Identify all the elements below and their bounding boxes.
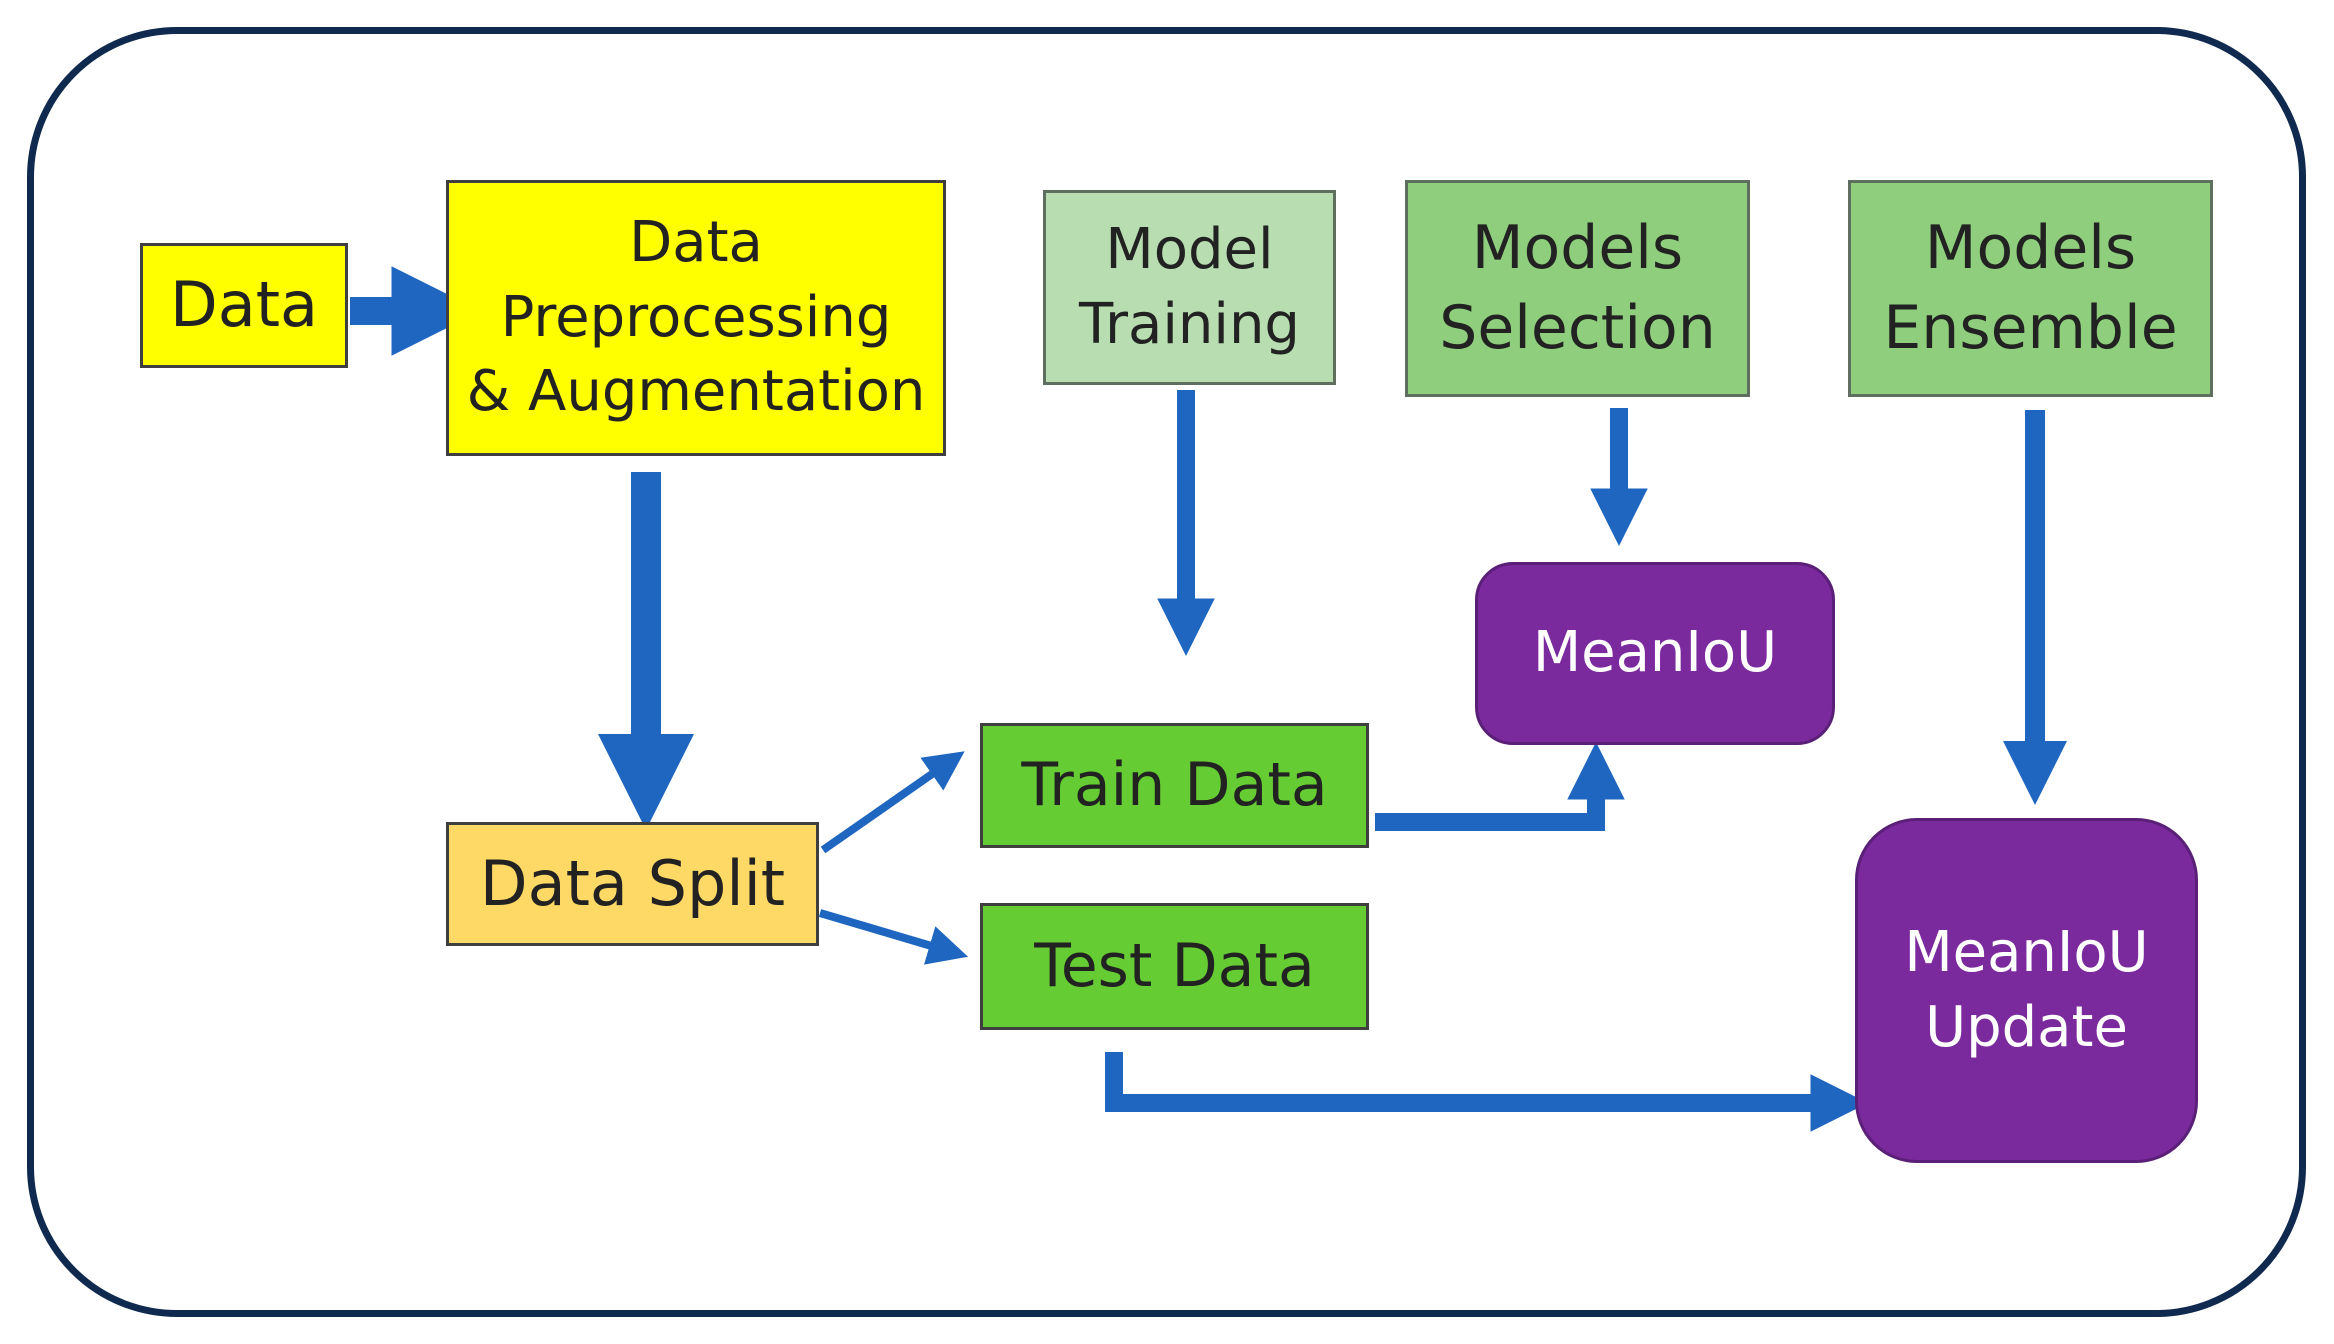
train-data-node-label: Train Data (1021, 749, 1328, 820)
arrow-train-to-meaniou (1375, 742, 1625, 831)
meaniou-node-label: MeanIoU (1532, 620, 1778, 686)
train-data-node: Train Data (980, 723, 1369, 848)
data-split-node: Data Split (446, 822, 819, 946)
test-data-node: Test Data (980, 903, 1369, 1030)
arrow-split-to-train (820, 751, 965, 854)
test-data-node-label: Test Data (1034, 930, 1315, 1001)
models-selection-node: Models Selection (1405, 180, 1750, 397)
meaniou-update-node-label: MeanIoU Update (1904, 920, 2149, 1060)
preprocessing-node-label: Data Preprocessing & Augmentation (466, 210, 926, 425)
preprocessing-node: Data Preprocessing & Augmentation (446, 180, 946, 456)
data-split-node-label: Data Split (479, 846, 786, 920)
models-selection-node-label: Models Selection (1439, 212, 1716, 363)
meaniou-node: MeanIoU (1475, 562, 1835, 745)
model-training-node: Model Training (1043, 190, 1336, 385)
diagram-frame (27, 27, 2306, 1317)
arrow-split-to-test (818, 909, 969, 965)
arrow-test-to-update (1105, 1052, 1868, 1132)
data-node-label: Data (169, 268, 319, 342)
model-training-node-label: Model Training (1079, 217, 1300, 357)
meaniou-update-node: MeanIoU Update (1855, 818, 2198, 1163)
models-ensemble-node: Models Ensemble (1848, 180, 2213, 397)
data-node: Data (140, 243, 348, 368)
models-ensemble-node-label: Models Ensemble (1883, 212, 2178, 363)
